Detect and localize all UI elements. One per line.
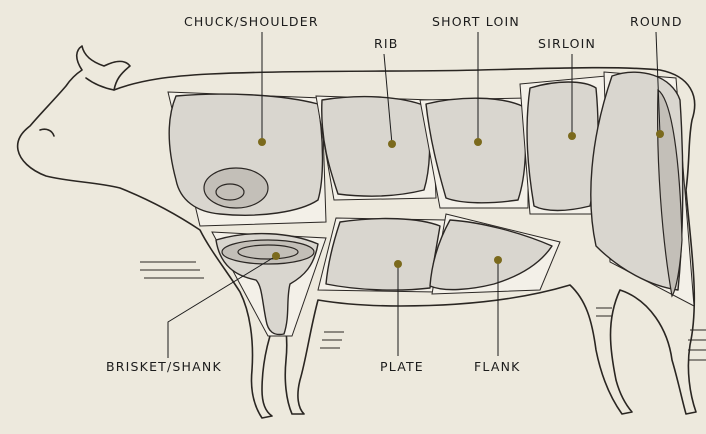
label-rib: RIB	[374, 36, 399, 51]
marker-chuck-shoulder	[258, 138, 266, 146]
label-plate: PLATE	[380, 359, 424, 374]
marker-brisket-shank	[272, 252, 280, 260]
marker-plate	[394, 260, 402, 268]
cut-brisket-shank	[212, 232, 326, 336]
label-round: ROUND	[630, 14, 683, 29]
label-sirloin: SIRLOIN	[538, 36, 596, 51]
marker-sirloin	[568, 132, 576, 140]
cut-round	[591, 72, 694, 306]
marker-short-loin	[474, 138, 482, 146]
cut-flank	[430, 214, 560, 294]
marker-rib	[388, 140, 396, 148]
label-brisket-shank: BRISKET/SHANK	[106, 359, 222, 374]
marker-flank	[494, 256, 502, 264]
cut-chuck-shoulder	[168, 92, 326, 226]
label-short-loin: SHORT LOIN	[432, 14, 520, 29]
cut-rib	[316, 96, 436, 200]
label-chuck-shoulder: CHUCK/SHOULDER	[184, 14, 319, 29]
marker-round	[656, 130, 664, 138]
cut-plate	[318, 218, 446, 292]
label-flank: FLANK	[474, 359, 521, 374]
